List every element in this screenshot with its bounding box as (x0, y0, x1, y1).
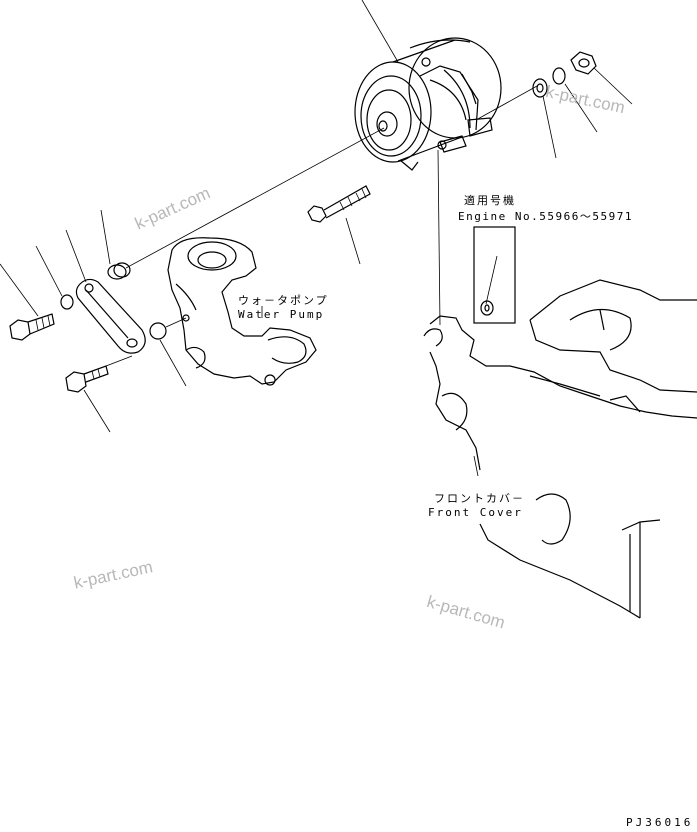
engine-front-cover (423, 279, 697, 619)
water-pump-housing (167, 237, 317, 386)
middle-bolt-leader (345, 217, 361, 265)
drawing-code: PJ36016 (626, 816, 694, 829)
flange-bolt-leader (83, 389, 111, 433)
nut-axis-line (475, 85, 538, 121)
spacer-leader (100, 209, 111, 265)
applicable-engine-box (473, 226, 516, 324)
washer-left-leader (35, 245, 63, 297)
mounting-bracket (75, 278, 146, 354)
inset-leader (485, 255, 498, 305)
nut-and-washers (532, 51, 597, 98)
mount-axis-line (437, 149, 441, 326)
left-bolt (9, 313, 55, 341)
applicable-label-jp: 適用号機 (464, 194, 516, 207)
front-cover-label-jp: フロントカバ－ (434, 492, 525, 505)
water-pump-label-en: Water Pump (238, 308, 325, 321)
front-cover-leader (473, 455, 479, 477)
bolt-axis-line (125, 127, 385, 269)
washer2-leader (542, 95, 557, 159)
compressor-leader (361, 0, 399, 63)
bracket-leader (65, 229, 87, 283)
washer-leader (564, 83, 598, 133)
nut-leader (593, 67, 633, 105)
left-bolt-leader (0, 263, 39, 317)
middle-bolt (307, 185, 371, 223)
washer-left (60, 294, 74, 310)
water-pump-label-jp: ウォ－タポンプ (238, 294, 329, 307)
inset-washer (480, 300, 494, 316)
washer-axis (165, 317, 187, 328)
spacer (107, 262, 131, 280)
compressor-assembly (354, 37, 502, 171)
washer-pump-leader (159, 339, 187, 387)
flange-bolt (65, 355, 133, 393)
washer-pump (149, 322, 167, 340)
engine-number-label: Engine No.55966～55971 (458, 210, 633, 223)
front-cover-label-en: Front Cover (428, 506, 523, 519)
